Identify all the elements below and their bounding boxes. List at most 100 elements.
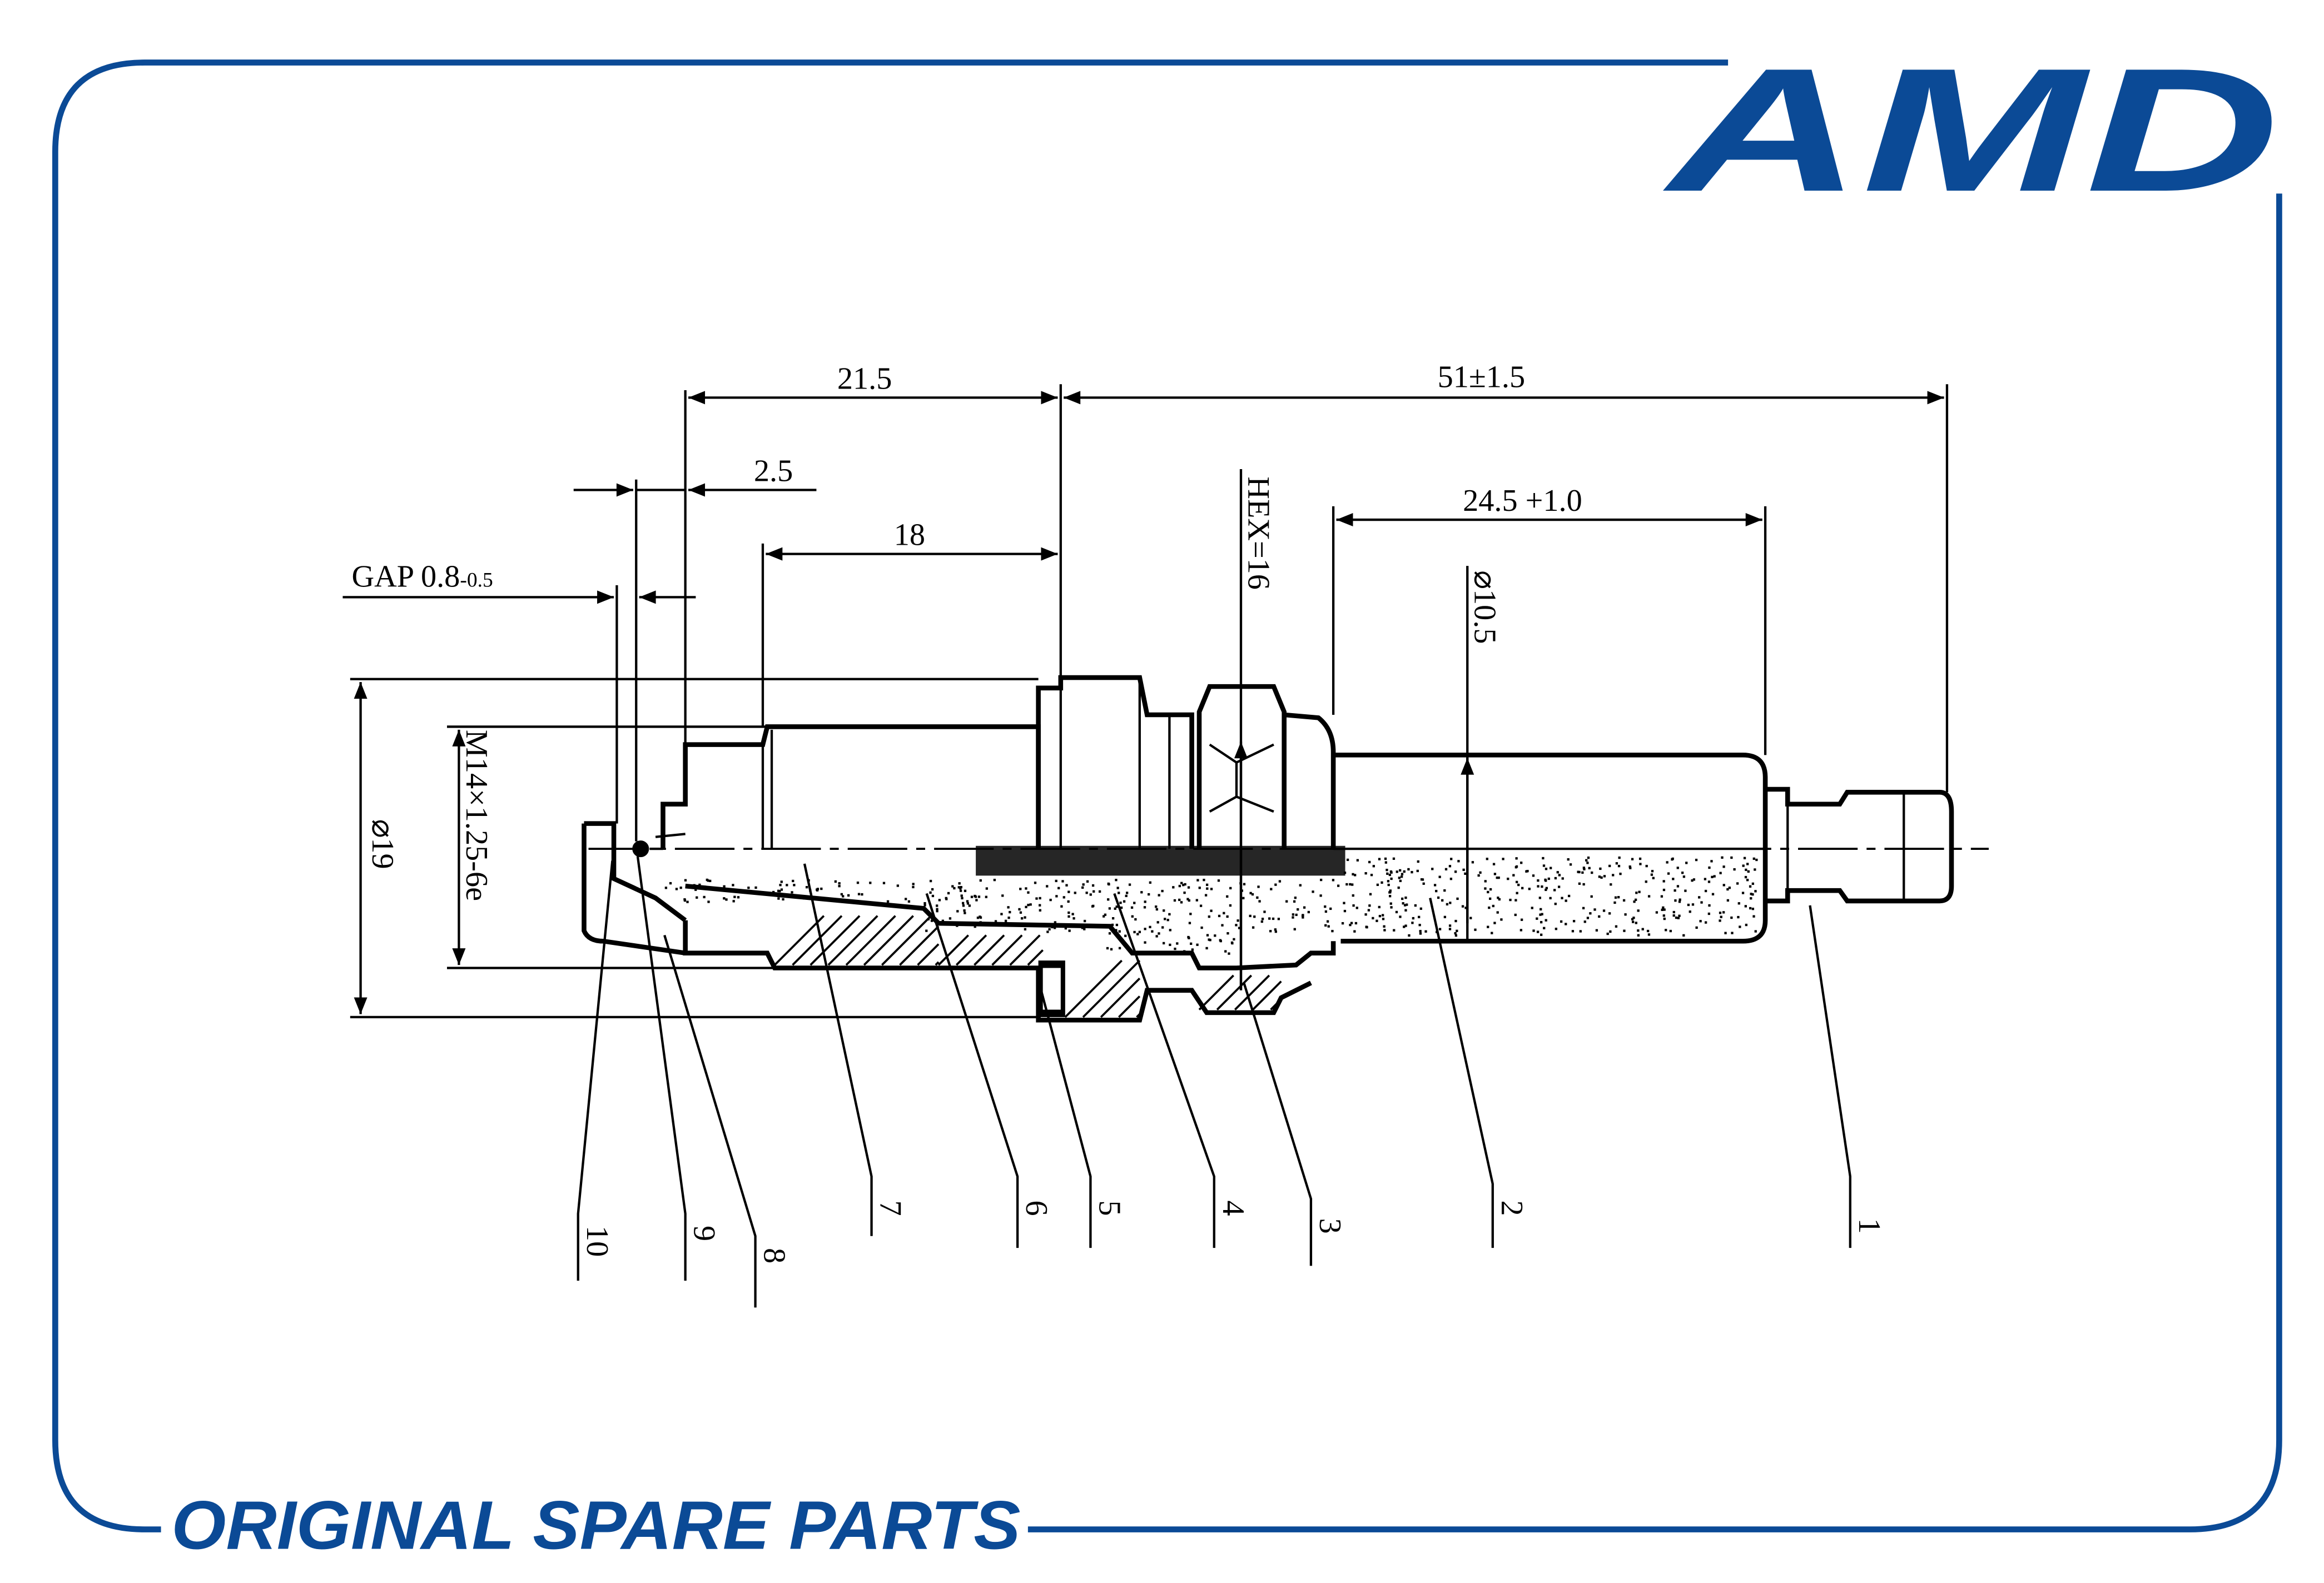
stipple-dot xyxy=(1098,890,1101,893)
stipple-dot xyxy=(1602,909,1606,912)
stipple-dot xyxy=(803,897,806,900)
stipple-dot xyxy=(1346,858,1349,862)
stipple-dot xyxy=(1272,917,1275,920)
hatch-line xyxy=(899,925,940,966)
stipple-dot xyxy=(1203,879,1205,882)
stipple-dot xyxy=(1411,870,1413,874)
stipple-dot xyxy=(1375,919,1378,922)
stipple-dot xyxy=(1417,860,1419,863)
stipple-dot xyxy=(1092,904,1095,908)
stipple-dot xyxy=(1060,905,1063,908)
stipple-dot xyxy=(736,889,738,892)
stipple-dot xyxy=(1662,888,1666,892)
stipple-dot xyxy=(1612,874,1615,877)
stipple-dot xyxy=(1679,898,1681,901)
stipple-dot xyxy=(1303,906,1306,909)
stipple-dot xyxy=(1349,923,1352,927)
stipple-dot xyxy=(1583,920,1586,923)
stipple-dot xyxy=(1586,862,1589,864)
stipple-dot xyxy=(679,887,682,889)
stipple-dot xyxy=(1307,910,1310,914)
stipple-dot xyxy=(1496,876,1498,879)
stipple-dot xyxy=(1086,880,1089,883)
stipple-dot xyxy=(1226,895,1229,898)
stipple-dot xyxy=(1103,915,1105,918)
stipple-dot xyxy=(1372,865,1375,868)
stipple-dot xyxy=(1161,889,1164,893)
stipple-dot xyxy=(1540,920,1543,924)
stipple-dot xyxy=(1695,926,1698,929)
stipple-dot xyxy=(1514,913,1517,917)
stipple-dot xyxy=(1004,919,1007,922)
stipple-dot xyxy=(1618,856,1621,859)
stipple-dot xyxy=(1390,871,1393,874)
leader-line-8 xyxy=(663,934,757,1308)
stipple-dot xyxy=(1237,919,1239,922)
hatch-line xyxy=(1100,977,1141,1018)
stipple-dot xyxy=(1672,878,1675,880)
stipple-dot xyxy=(1581,871,1584,874)
stipple-dot xyxy=(1542,864,1546,867)
stipple-dot xyxy=(1419,907,1422,910)
stipple-dot xyxy=(938,899,941,902)
stipple-dot xyxy=(1691,879,1694,882)
stipple-dot xyxy=(732,884,734,887)
stipple-dot xyxy=(1677,917,1680,919)
stipple-dot xyxy=(1431,868,1434,870)
stipple-dot xyxy=(1370,874,1373,877)
stipple-dot xyxy=(1024,916,1026,919)
stipple-dot xyxy=(1156,921,1159,924)
stipple-dot xyxy=(1554,877,1557,880)
stipple-dot xyxy=(725,898,728,901)
stipple-dot xyxy=(723,885,726,888)
stipple-dot xyxy=(1367,909,1370,912)
stipple-dot xyxy=(1662,880,1665,883)
stipple-dot xyxy=(1108,907,1111,910)
callout-3: 3 xyxy=(1313,1218,1347,1234)
stipple-dot xyxy=(1019,911,1022,914)
stipple-dot xyxy=(1446,903,1449,905)
stipple-dot xyxy=(1176,942,1179,945)
hatch-line xyxy=(917,943,940,966)
stipple-dot xyxy=(1355,907,1358,909)
stipple-dot xyxy=(772,890,775,894)
stipple-dot xyxy=(1115,929,1118,932)
stipple-dot xyxy=(923,904,926,907)
hatch-line xyxy=(1216,974,1253,1010)
stipple-dot xyxy=(1655,911,1658,914)
callout-leaders xyxy=(577,856,1851,1308)
stipple-dot xyxy=(1737,915,1740,919)
stipple-dot xyxy=(1678,900,1681,903)
stipple-dot xyxy=(1285,900,1288,903)
stipple-dot xyxy=(1637,929,1640,932)
stipple-dot xyxy=(1111,917,1115,920)
stipple-dot xyxy=(1118,892,1120,894)
stipple-dot xyxy=(1388,873,1392,877)
stipple-dot xyxy=(1209,939,1211,942)
stipple-dot xyxy=(1719,912,1722,914)
stipple-dot xyxy=(1710,860,1713,863)
stipple-dot xyxy=(1558,874,1561,877)
stipple-dot xyxy=(1537,885,1540,888)
stipple-dot xyxy=(1736,882,1739,885)
stipple-dot xyxy=(792,879,794,883)
stipple-dot xyxy=(1412,917,1414,920)
stipple-dot xyxy=(1046,930,1049,933)
stipple-dot xyxy=(1182,884,1185,887)
stipple-dot xyxy=(1106,947,1109,950)
stipple-dot xyxy=(1749,907,1752,910)
stipple-dot xyxy=(1676,867,1679,869)
stipple-dot xyxy=(1663,908,1666,911)
stipple-dot xyxy=(945,897,947,900)
stipple-dot xyxy=(1210,909,1213,912)
stipple-dot xyxy=(1085,892,1088,894)
stipple-dot xyxy=(1599,867,1602,870)
stipple-dot xyxy=(1382,918,1385,920)
hatch-line xyxy=(881,915,932,966)
stipple-dot xyxy=(1687,903,1690,907)
stipple-dot xyxy=(1689,910,1691,913)
callout-8: 8 xyxy=(757,1248,792,1263)
hatch-line xyxy=(810,915,861,966)
stipple-dot xyxy=(1302,916,1304,919)
stipple-dot xyxy=(1083,919,1086,923)
